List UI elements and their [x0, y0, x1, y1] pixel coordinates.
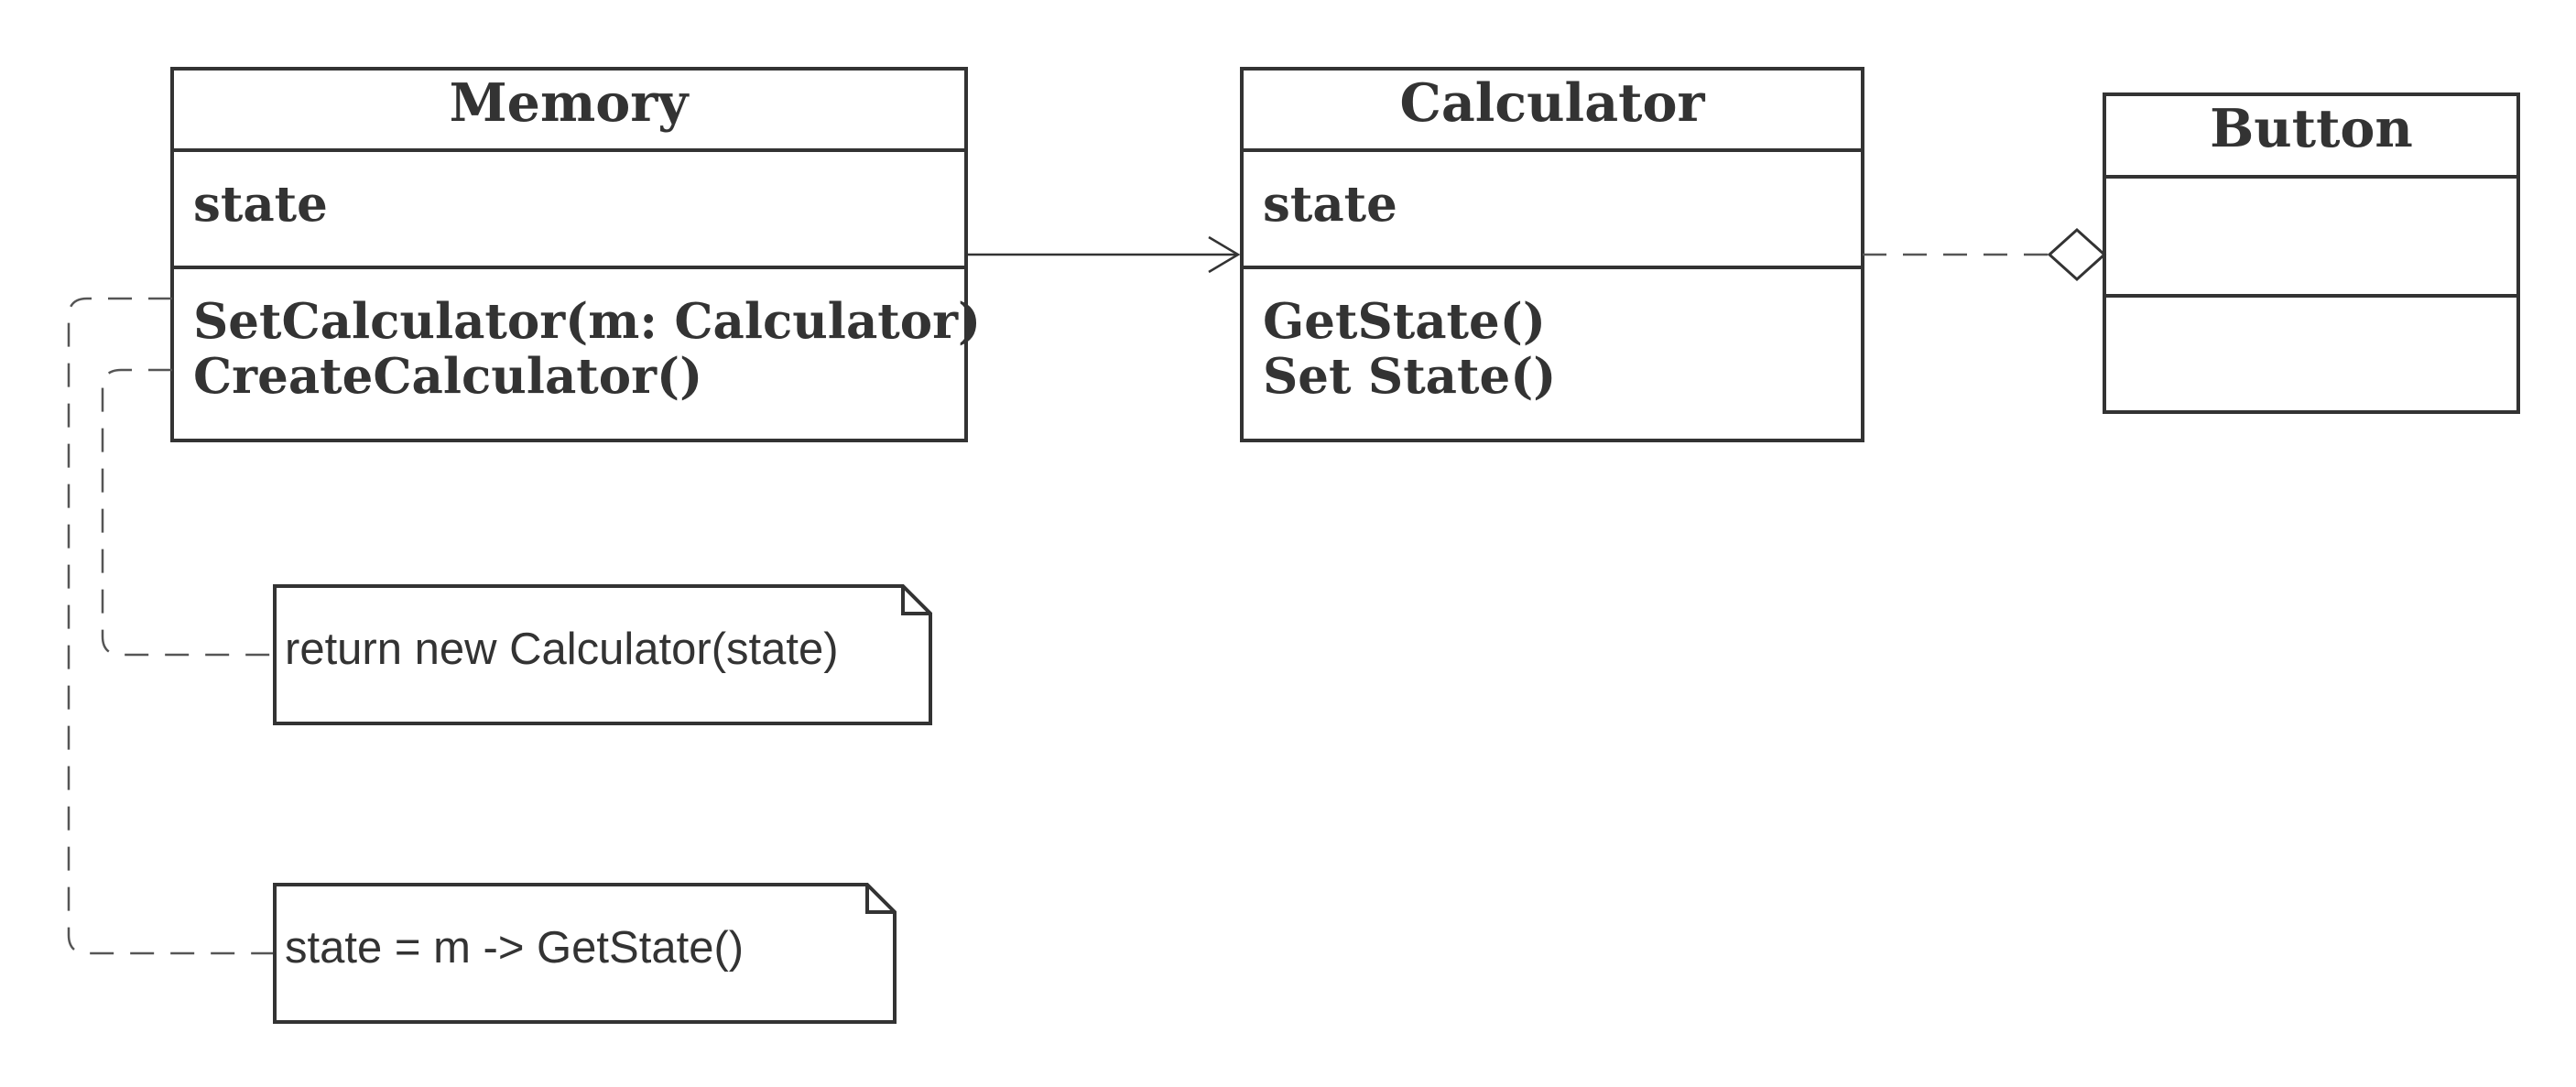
class-memory-name: Memory: [450, 72, 690, 134]
class-calculator-method: Set State(): [1263, 348, 1556, 405]
class-memory-method: SetCalculator(m: Calculator): [193, 293, 981, 350]
note-create-calculator[interactable]: return new Calculator(state): [273, 584, 932, 725]
class-button-name: Button: [2210, 98, 2413, 159]
aggregation-diamond-icon: [2047, 227, 2107, 282]
class-calculator-box: [1240, 67, 1864, 442]
note-create-calculator-box: [273, 584, 932, 725]
class-button[interactable]: Button: [2103, 92, 2520, 414]
association-memory-calculator: [964, 231, 1241, 278]
note-connector-set-calculator: [67, 297, 275, 955]
note-fold-icon: [865, 885, 895, 914]
note-set-calculator[interactable]: state = m -> GetState(): [273, 883, 897, 1024]
class-memory[interactable]: Memory state SetCalculator(m: Calculator…: [170, 67, 981, 442]
note-set-calculator-box: [273, 883, 897, 1024]
aggregation-calculator-button: [1861, 227, 2107, 282]
note-fold-icon: [901, 586, 930, 615]
class-calculator[interactable]: Calculator state GetState() Set State(): [1240, 67, 1864, 442]
class-calculator-method: GetState(): [1263, 293, 1546, 350]
class-calculator-attribute: state: [1263, 176, 1397, 233]
open-arrowhead-icon: [1208, 235, 1241, 274]
class-memory-attribute: state: [193, 176, 328, 233]
class-calculator-name: Calculator: [1399, 72, 1705, 134]
class-memory-method: CreateCalculator(): [193, 348, 702, 405]
class-memory-box: [170, 67, 968, 442]
class-button-box: [2103, 92, 2520, 414]
note-create-calculator-text: return new Calculator(state): [285, 625, 839, 674]
note-connector-create-calculator: [101, 368, 275, 657]
note-set-calculator-text: state = m -> GetState(): [285, 923, 744, 973]
